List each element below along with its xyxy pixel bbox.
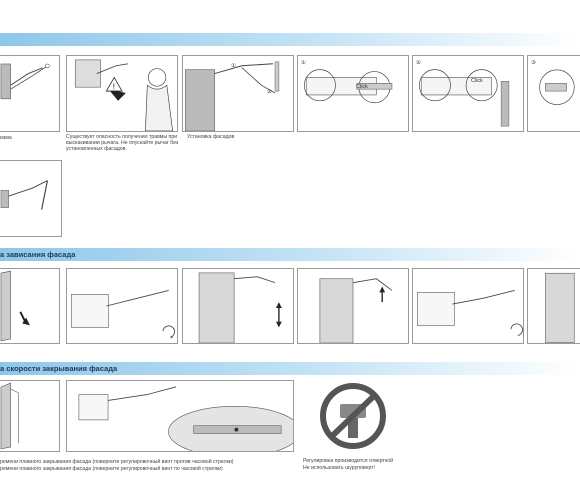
step1-click-drawing [303,69,393,104]
speed-adjust-screw-drawing [78,386,293,451]
section-band-3: а скорости закрывания фасада [0,362,580,375]
hang-panel-3 [182,268,294,344]
hang-adjust-minus-drawing [417,289,523,336]
minus-sign-1: − [517,333,521,339]
plus-sign-1: + [170,335,174,341]
caption-screwdriver: Регулировка производится отверткой [303,458,394,464]
speed-front-drawing [0,382,19,450]
caption-mechanism: изма [0,135,12,141]
screwdriver-panel [298,380,410,452]
caption-injury-warning: Существует опасность получения травмы пр… [66,134,179,152]
hang-adjust-plus-drawing [71,289,175,338]
step-panel-1 [0,55,60,132]
hang-panel-1 [0,268,60,344]
caption-speed-ccw: ремени плавного закрывания фасада (повер… [0,459,234,465]
marker-3: ③ [531,60,536,66]
hang-panel-2: + [66,268,178,344]
hang-lower-drawing [319,278,393,343]
caption-speed-cw: ремени плавного закрывания фасада (повер… [0,466,223,472]
hang-panel-6 [527,268,580,344]
hang-raise-drawing [198,272,282,343]
svg-text:!: ! [113,83,115,92]
hang-side-drawing [545,272,575,343]
hang-front-drawing [0,270,30,342]
facade-mount-drawing [185,61,280,131]
section-title-3: а скорости закрывания фасада [0,364,118,373]
section-band-1 [0,33,580,46]
hang-panel-5: − [412,268,524,344]
step-panel-6: ③ [527,55,580,132]
hang-panel-4 [297,268,409,344]
speed-panel-2 [66,380,294,452]
section-title-2: а зависания фасада [0,250,76,259]
caption-no-drill: Не использовать шуруповерт! [303,465,376,471]
step-panel-2: ! [66,55,178,132]
lift-mechanism-drawing [0,63,50,100]
step-panel-3: ① ② [182,55,294,132]
marker-1b: ① [301,60,306,66]
screwdriver-prohibited-drawing [320,383,386,449]
click-label-2: Click [471,78,483,84]
injury-warning-drawing: ! [74,59,173,131]
step3-drawing [539,69,575,105]
step-panel-5: ② Click [412,55,524,132]
caption-facade-mount: Установка фасадов [187,134,235,140]
step2-click-drawing [418,69,510,127]
section-band-2: а зависания фасада [0,248,580,261]
lever-open-drawing [0,180,49,210]
speed-panel-1 [0,380,60,452]
marker-2: ② [267,89,272,95]
step-panel-4: ① Click [297,55,409,132]
step-panel-7 [0,160,62,237]
marker-2b: ② [416,60,421,66]
click-label-1: Click [356,84,368,90]
marker-1: ① [231,63,236,69]
